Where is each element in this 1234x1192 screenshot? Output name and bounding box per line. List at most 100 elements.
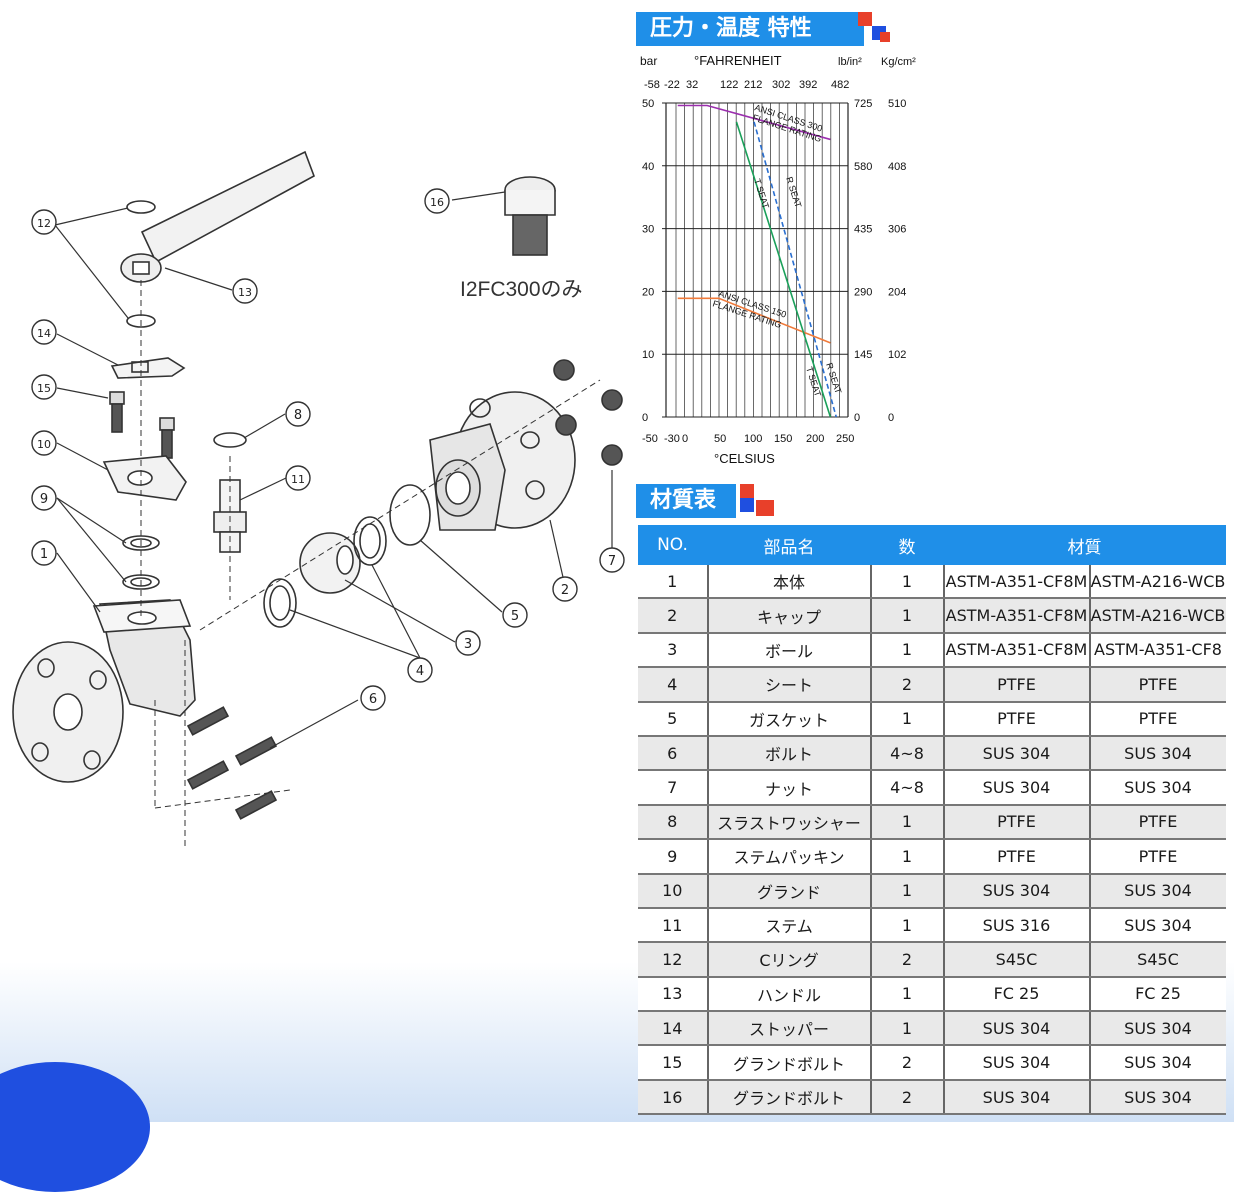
cell-qty: 4~8 xyxy=(870,770,945,806)
cell-material-a: S45C xyxy=(943,942,1091,978)
cell-material-b: PTFE xyxy=(1089,839,1226,875)
col-qty: 数 xyxy=(870,525,944,565)
chart-annotation: T SEAT xyxy=(752,178,771,211)
tick-celsius: 50 xyxy=(714,433,726,445)
tick-fahrenheit: 482 xyxy=(831,79,849,91)
tick-celsius: 200 xyxy=(806,433,824,445)
tick-lbin: 725 xyxy=(854,98,872,110)
tick-celsius: 100 xyxy=(744,433,762,445)
cell-material-a: SUS 304 xyxy=(943,1011,1091,1047)
cell-material-a: ASTM-A351-CF8M xyxy=(943,598,1091,634)
callout-4 xyxy=(407,657,433,683)
cell-material-a: SUS 304 xyxy=(943,873,1091,909)
cell-material-a: SUS 304 xyxy=(943,735,1091,772)
cell-no: 1 xyxy=(638,565,709,600)
callout-9 xyxy=(31,485,57,511)
chart-annotation: R SEAT xyxy=(784,176,804,210)
callout-14 xyxy=(31,319,57,345)
axis-label-celsius: °CELSIUS xyxy=(714,451,775,466)
callout-label-3: 3 xyxy=(464,637,472,652)
chart-annotation: R SEAT xyxy=(824,362,844,396)
callout-label-16: 16 xyxy=(430,196,444,209)
cell-part-name: ナット xyxy=(707,770,872,806)
tick-fahrenheit: -58 xyxy=(644,79,660,91)
series-line-1 xyxy=(677,104,831,141)
exploded-valve-diagram: 1 2 3 4 5 6 7 8 9 10 11 12 13 14 15 16 xyxy=(12,150,625,850)
tick-lbin: 290 xyxy=(854,286,872,298)
cell-material-b: ASTM-A216-WCB xyxy=(1089,565,1226,600)
tick-fahrenheit: 392 xyxy=(799,79,817,91)
cell-qty: 1 xyxy=(870,907,945,944)
tick-bar: 0 xyxy=(642,412,648,424)
cell-material-b: SUS 304 xyxy=(1089,1079,1226,1116)
tick-bar: 10 xyxy=(642,349,654,361)
callout-label-1: 1 xyxy=(40,547,48,562)
cell-material-a: PTFE xyxy=(943,839,1091,875)
series-line-3 xyxy=(735,121,832,418)
cell-qty: 1 xyxy=(870,976,945,1013)
cell-material-a: ASTM-A351-CF8M xyxy=(943,632,1091,669)
cell-part-name: ステムパッキン xyxy=(707,839,872,875)
callout-label-9: 9 xyxy=(40,492,48,507)
callout-2 xyxy=(552,576,578,602)
col-material: 材質 xyxy=(943,525,1226,565)
callout-label-15: 15 xyxy=(37,382,51,395)
axis-label-fahrenheit: °FAHRENHEIT xyxy=(694,53,782,68)
axis-label-bar: bar xyxy=(640,54,657,68)
cell-material-a: PTFE xyxy=(943,667,1091,703)
tick-celsius: 150 xyxy=(774,433,792,445)
callout-15 xyxy=(31,374,57,400)
tick-celsius: 0 xyxy=(682,433,688,445)
tick-bar: 20 xyxy=(642,286,654,298)
callout-label-2: 2 xyxy=(561,583,569,598)
callout-10 xyxy=(31,430,57,456)
cell-part-name: ガスケット xyxy=(707,701,872,737)
cell-part-name: Cリング xyxy=(707,942,872,978)
cell-qty: 4~8 xyxy=(870,735,945,772)
cell-part-name: キャップ xyxy=(707,598,872,634)
series-line-2 xyxy=(677,297,831,344)
cell-material-a: PTFE xyxy=(943,804,1091,841)
cell-part-name: グランドボルト xyxy=(707,1045,872,1081)
part-callouts xyxy=(31,188,625,711)
callout-3 xyxy=(455,630,481,656)
cell-material-b: ASTM-A216-WCB xyxy=(1089,598,1226,634)
cell-qty: 2 xyxy=(870,942,945,978)
cell-qty: 1 xyxy=(870,804,945,841)
cell-part-name: グランド xyxy=(707,873,872,909)
cell-no: 2 xyxy=(638,598,709,634)
cell-qty: 2 xyxy=(870,667,945,703)
callout-label-6: 6 xyxy=(369,692,377,707)
cell-no: 16 xyxy=(638,1079,709,1116)
tick-bar: 40 xyxy=(642,161,654,173)
cell-qty: 1 xyxy=(870,873,945,909)
cell-qty: 1 xyxy=(870,1011,945,1047)
tick-fahrenheit: 302 xyxy=(772,79,790,91)
callout-label-11: 11 xyxy=(291,473,305,486)
cell-material-b: SUS 304 xyxy=(1089,735,1226,772)
tick-lbin: 580 xyxy=(854,161,872,173)
callout-label-7: 7 xyxy=(608,554,616,569)
tick-bar: 30 xyxy=(642,224,654,236)
callout-label-10: 10 xyxy=(37,438,51,451)
header-square-red xyxy=(858,12,872,26)
callout-12 xyxy=(31,209,57,235)
cell-no: 4 xyxy=(638,667,709,703)
tick-kgcm: 102 xyxy=(888,349,906,361)
cell-part-name: スラストワッシャー xyxy=(707,804,872,841)
callout-16 xyxy=(424,188,450,214)
cell-material-a: SUS 304 xyxy=(943,770,1091,806)
